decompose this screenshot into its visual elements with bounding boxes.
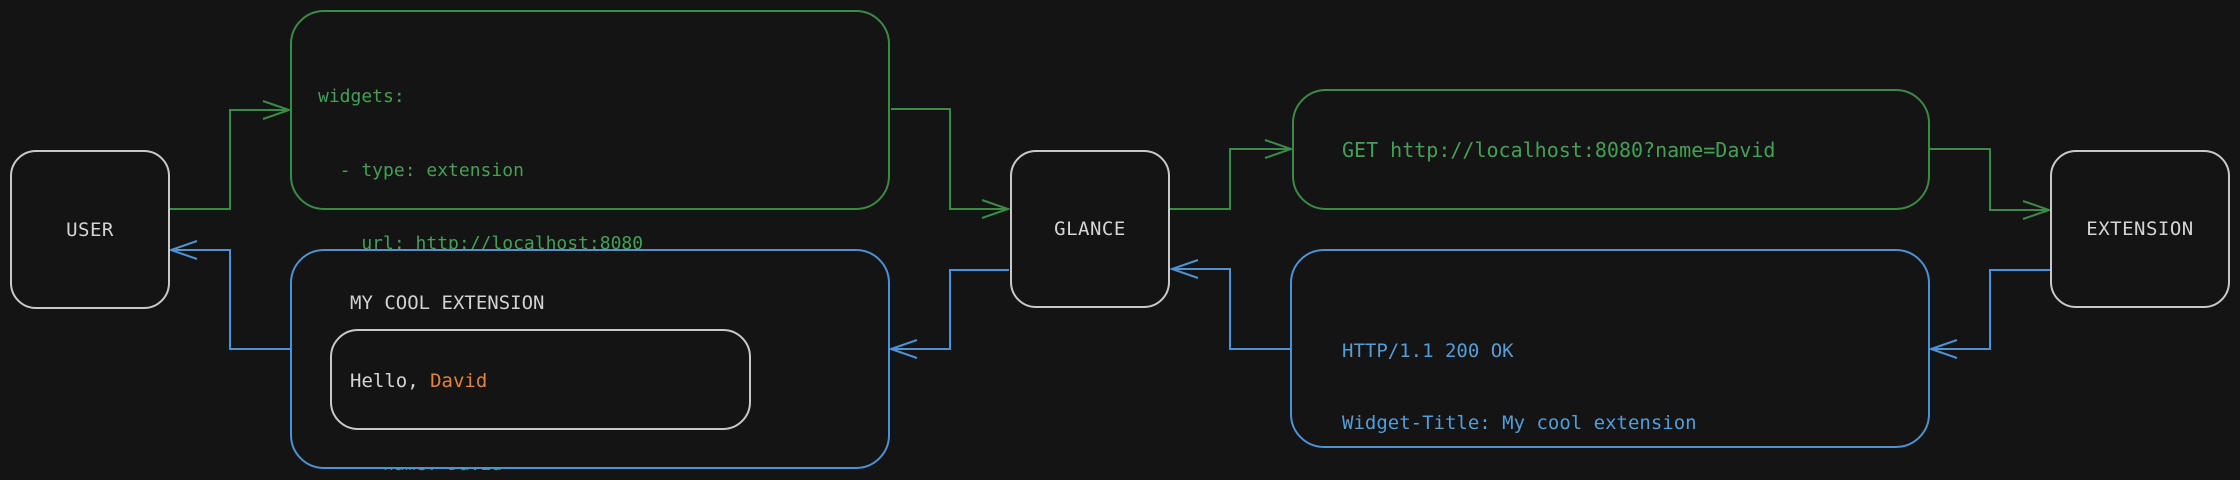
arrow-widget-to-user [173, 249, 290, 350]
node-user-label: USER [66, 218, 114, 241]
http-response-code: HTTP/1.1 200 OK Widget-Title: My cool ex… [1342, 291, 1880, 480]
http-request-box [1292, 89, 1930, 210]
node-extension-label: EXTENSION [2086, 218, 2194, 240]
yaml-line: url: http://localhost:8080 [318, 233, 644, 254]
arrowhead-widget-to-user [167, 240, 198, 260]
config-yaml-box [290, 10, 890, 210]
response-line: Widget-Title: My cool extension [1342, 412, 1697, 434]
arrow-glance-to-request [1170, 148, 1289, 210]
arrow-glance-to-widget [893, 269, 1009, 350]
arrowhead-user-to-config [262, 100, 293, 120]
greeting-name: David [430, 370, 488, 392]
widget-content-frame [330, 329, 751, 430]
yaml-line: widgets: [318, 86, 405, 107]
arrowhead-response-to-glance [1168, 259, 1199, 279]
arrow-extension-to-response [1933, 269, 2050, 350]
http-request-line: GET http://localhost:8080?name=David [1342, 138, 1776, 162]
widget-title: MY COOL EXTENSION [350, 292, 545, 314]
node-user: USER [10, 150, 170, 309]
arrowhead-glance-to-request [1264, 139, 1295, 159]
node-extension: EXTENSION [2050, 150, 2230, 308]
arrowhead-request-to-extension [2022, 200, 2053, 220]
response-line: HTTP/1.1 200 OK [1342, 340, 1514, 362]
node-glance: GLANCE [1010, 150, 1170, 308]
node-glance-label: GLANCE [1054, 218, 1126, 240]
http-response-box [1290, 249, 1930, 448]
widget-greeting: Hello, David [350, 370, 487, 392]
arrowhead-extension-to-response [1927, 339, 1958, 359]
arrow-config-to-glance [891, 108, 1006, 210]
arrowhead-config-to-glance [981, 199, 1012, 219]
arrow-request-to-extension [1930, 148, 2047, 211]
arrow-user-to-config [170, 109, 287, 210]
arrow-response-to-glance [1174, 268, 1290, 350]
greeting-prefix: Hello, [350, 370, 431, 392]
arrowhead-glance-to-widget [887, 339, 918, 359]
yaml-line: - type: extension [318, 159, 524, 181]
